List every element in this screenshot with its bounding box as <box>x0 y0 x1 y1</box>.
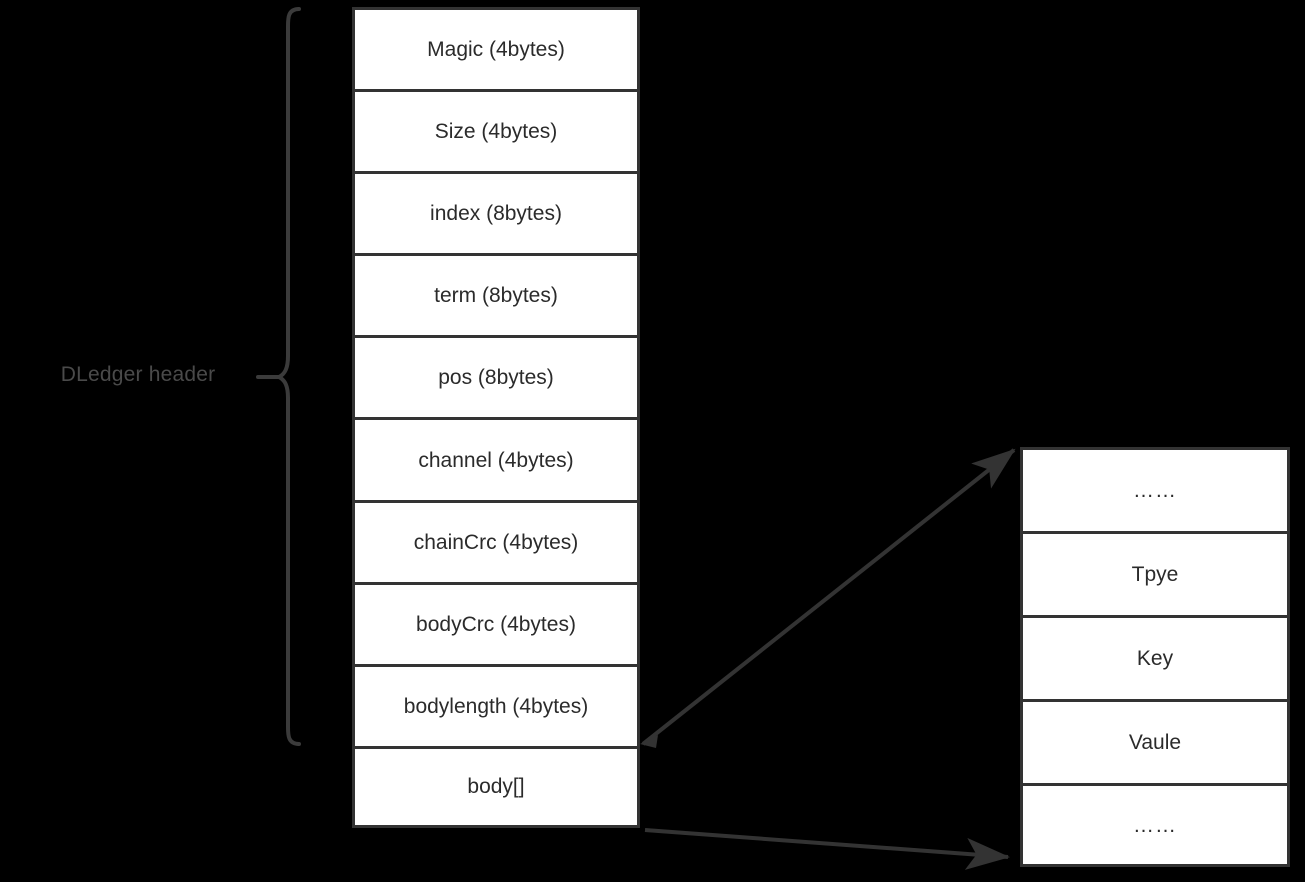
body-cell-value: Vaule <box>1020 699 1290 783</box>
connector-arrow-top <box>641 448 1016 746</box>
body-cell-type: Tpye <box>1020 531 1290 615</box>
entry-cell-size: Size (4bytes) <box>352 89 640 172</box>
entry-cell-magic: Magic (4bytes) <box>352 7 640 90</box>
entry-cell-term: term (8bytes) <box>352 253 640 336</box>
entry-cell-bodylength: bodylength (4bytes) <box>352 663 640 746</box>
entry-cell-chaincrc: chainCrc (4bytes) <box>352 499 640 582</box>
body-detail-column: …… Tpye Key Vaule …… <box>1020 447 1290 867</box>
entry-column: Magic (4bytes) Size (4bytes) index (8byt… <box>352 7 640 828</box>
entry-cell-channel: channel (4bytes) <box>352 417 640 500</box>
connector-tip-body <box>640 735 658 748</box>
body-cell-key: Key <box>1020 615 1290 699</box>
dledger-header-brace <box>256 7 301 746</box>
body-cell-ellipsis-bottom: …… <box>1020 783 1290 867</box>
entry-cell-body: body[] <box>352 745 640 828</box>
body-cell-ellipsis-top: …… <box>1020 447 1290 531</box>
entry-cell-pos: pos (8bytes) <box>352 335 640 418</box>
connector-arrow-bottom <box>644 828 1010 870</box>
entry-cell-index: index (8bytes) <box>352 171 640 254</box>
entry-cell-bodycrc: bodyCrc (4bytes) <box>352 581 640 664</box>
dledger-header-label: DLedger header <box>60 363 216 386</box>
